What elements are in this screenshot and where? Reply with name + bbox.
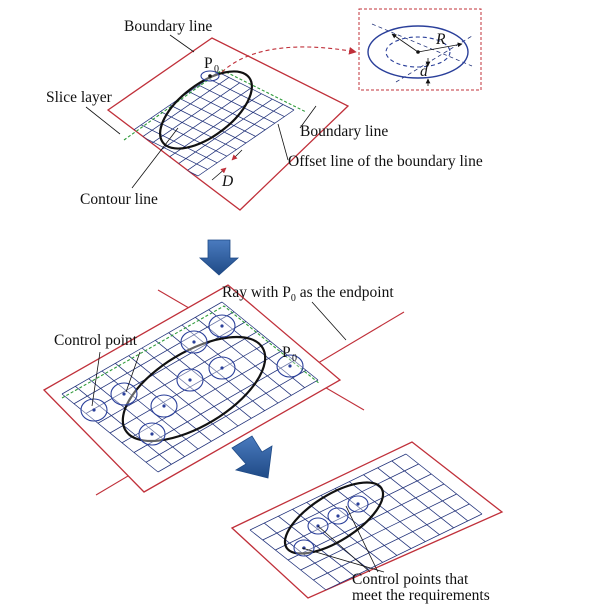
inset-outer-circle xyxy=(367,25,469,79)
boundary-line-label-top: Boundary line xyxy=(124,18,212,35)
middle-slice-layer xyxy=(42,284,405,496)
d-arrow-lower xyxy=(211,167,227,181)
requirements-leader-2 xyxy=(345,505,379,573)
boundary-line-top-leader xyxy=(169,34,195,53)
grid-line xyxy=(189,91,266,131)
grid-line xyxy=(157,379,319,473)
ray-label: Ray with P0 as the endpoint xyxy=(222,284,394,304)
grid-lines-top xyxy=(121,71,295,177)
control-point xyxy=(92,408,96,412)
distance-label: d xyxy=(420,63,428,80)
control-point-label: Control point xyxy=(54,332,138,349)
control-point xyxy=(150,432,154,436)
grid-line xyxy=(61,301,223,395)
boundary-line-label-right: Boundary line xyxy=(300,123,388,140)
slice-layer-leader xyxy=(85,106,121,135)
requirements-leader-3 xyxy=(301,547,385,573)
control-point xyxy=(220,366,224,370)
p0-sub-top: 0 xyxy=(214,64,219,75)
radius-label: R xyxy=(435,31,446,48)
contour-line-label: Contour line xyxy=(80,191,158,208)
control-point-leader-1 xyxy=(91,351,101,407)
control-point xyxy=(356,502,360,506)
control-point-leader-2 xyxy=(125,351,141,393)
grid-line xyxy=(262,463,419,541)
grid-line xyxy=(109,340,271,434)
d-arrow-upper xyxy=(231,149,243,161)
bottom-slice-layer xyxy=(230,441,504,599)
grid-line xyxy=(141,124,218,164)
p0-label-middle: P xyxy=(282,344,291,361)
grid-line xyxy=(176,98,273,166)
contour-line-middle xyxy=(121,335,267,443)
control-point xyxy=(122,392,126,396)
p0-label-top: P xyxy=(204,55,213,72)
grid-line xyxy=(186,104,284,171)
grid-line xyxy=(121,350,283,444)
offset-line-middle xyxy=(61,305,321,399)
requirements-leader-1 xyxy=(317,525,371,573)
grid-line xyxy=(313,503,470,581)
grid-line xyxy=(217,71,295,111)
grid-line xyxy=(198,84,275,124)
p0-sub-middle: 0 xyxy=(292,353,297,364)
slice-layer-label: Slice layer xyxy=(46,89,113,106)
grid-line xyxy=(154,87,251,155)
grid-line xyxy=(169,104,247,144)
zoom-link-arrow xyxy=(221,46,357,73)
radius-arrow xyxy=(417,42,463,53)
offset-line-top xyxy=(123,69,307,141)
grid-lines-middle xyxy=(61,301,319,473)
grid-line xyxy=(160,111,237,150)
control-point xyxy=(188,378,192,382)
offset-line-leader xyxy=(277,123,289,161)
grid-line xyxy=(73,311,235,405)
slice-layer-plate xyxy=(106,37,350,211)
contour-line-ellipse xyxy=(159,70,253,150)
control-point xyxy=(192,340,196,344)
grid-line xyxy=(132,77,230,144)
zoom-inset-box xyxy=(358,8,482,91)
control-point-circles xyxy=(80,314,304,446)
grid-line xyxy=(208,78,285,117)
grid-line xyxy=(121,71,219,139)
control-point xyxy=(220,324,224,328)
process-arrow-2 xyxy=(231,435,273,479)
contour-line-leader xyxy=(131,127,179,189)
d-spacing-label: D xyxy=(221,173,233,190)
process-arrow-1 xyxy=(198,239,240,276)
grid-line xyxy=(150,117,227,157)
grid-line xyxy=(300,493,457,571)
control-point xyxy=(162,404,166,408)
grid-line xyxy=(133,360,295,453)
grid-line xyxy=(197,109,295,177)
grid-line xyxy=(249,453,407,531)
ray-label-leader xyxy=(311,301,347,341)
requirements-label-line2: meet the requirements xyxy=(352,587,490,604)
control-point xyxy=(336,514,340,518)
grid-line xyxy=(145,369,307,463)
boundary-line-right-leader xyxy=(299,105,317,129)
requirements-label-line1: Control points that xyxy=(352,571,469,588)
top-slice-layer xyxy=(106,37,350,211)
p0-point-top xyxy=(208,74,212,78)
inset-inner-circle xyxy=(385,36,451,68)
offset-line-label: Offset line of the boundary line xyxy=(288,153,483,170)
contour-line-bottom xyxy=(283,481,385,555)
grid-line xyxy=(275,473,432,551)
grid-line xyxy=(325,513,483,591)
inset-grid-line-2 xyxy=(395,35,473,83)
radius-arrow-2 xyxy=(391,33,419,53)
zoom-inset: R d xyxy=(358,8,482,91)
control-point xyxy=(288,364,292,368)
grid-line xyxy=(179,98,256,137)
